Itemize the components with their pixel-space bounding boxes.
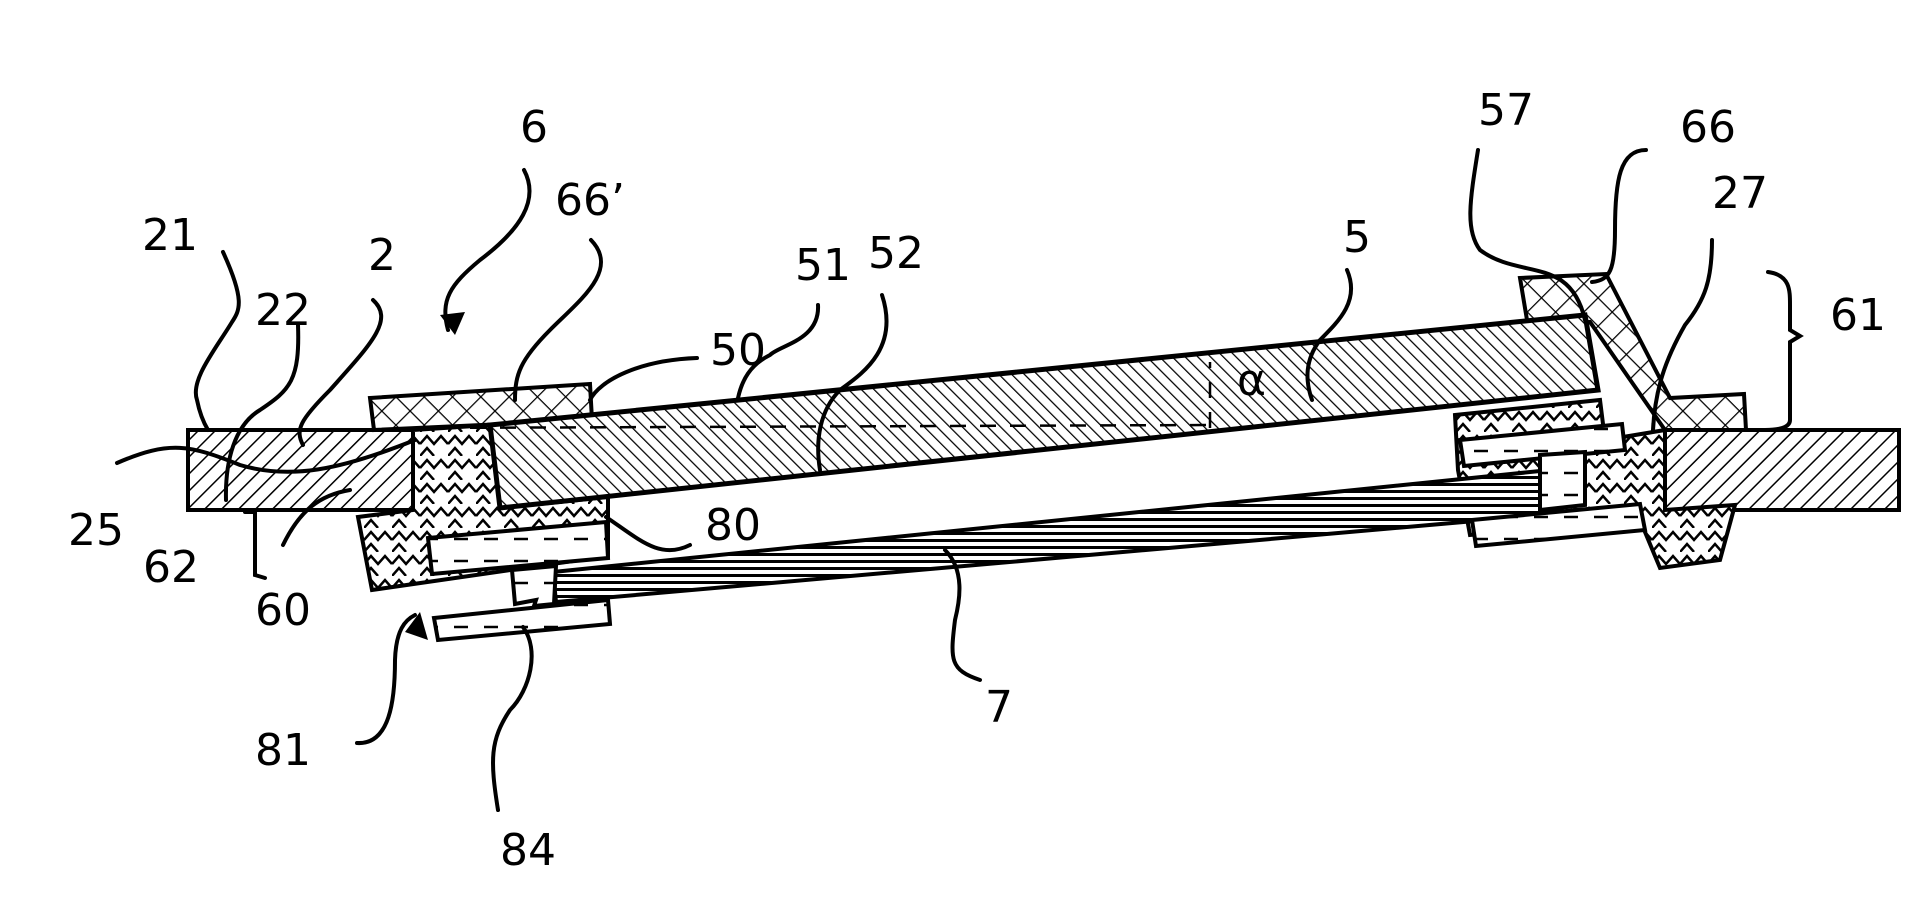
bracket-61 (1763, 270, 1804, 432)
label-5: 5 (1343, 212, 1371, 263)
t-profile-left (425, 519, 613, 643)
label-61: 61 (1830, 290, 1886, 341)
leader-25 (115, 438, 417, 474)
label-27: 27 (1712, 168, 1768, 219)
film-sheet (550, 467, 1557, 605)
leader-66 (1590, 148, 1648, 284)
leader-84 (491, 625, 534, 812)
label-51: 51 (795, 240, 851, 291)
label-52: 52 (868, 228, 924, 279)
leader-lines (115, 148, 1804, 812)
t-profile-right (1457, 421, 1648, 549)
label-62: 62 (143, 542, 199, 593)
reference-line (409, 423, 1211, 430)
label-60: 60 (255, 585, 311, 636)
label-50: 50 (710, 325, 766, 376)
glass-pane (409, 312, 1601, 511)
label-57: 57 (1478, 85, 1534, 136)
arrow-81-icon (405, 612, 428, 640)
label-25: 25 (68, 505, 124, 556)
leader-21 (193, 250, 241, 432)
leader-50 (588, 356, 699, 402)
leader-80 (604, 515, 692, 553)
leader-52 (816, 293, 889, 472)
arrow-6-icon (440, 312, 465, 335)
labels: 21 22 2 25 62 60 6 66’ 50 51 52 80 81 84… (68, 85, 1886, 876)
label-80: 80 (705, 500, 761, 551)
leader-6 (443, 168, 532, 332)
label-6: 6 (520, 102, 548, 153)
leader-27 (1651, 238, 1714, 432)
label-81: 81 (255, 725, 311, 776)
leader-2 (297, 298, 384, 447)
label-alpha: α (1237, 355, 1266, 406)
label-7: 7 (985, 682, 1013, 733)
label-66: 66 (1680, 102, 1736, 153)
label-22: 22 (255, 285, 311, 336)
leader-51 (736, 303, 821, 400)
label-66-prime: 66’ (555, 175, 625, 226)
leader-60 (281, 488, 352, 547)
label-2: 2 (368, 230, 396, 281)
leader-81 (355, 613, 417, 746)
leader-7 (943, 548, 982, 682)
leader-57 (1468, 148, 1587, 322)
label-84: 84 (500, 825, 556, 876)
label-21: 21 (142, 210, 198, 261)
bracket-62 (243, 510, 267, 580)
leader-66p (513, 238, 604, 402)
wall-panel-right (1663, 428, 1901, 512)
leader-5 (1305, 268, 1354, 402)
leader-22 (223, 323, 301, 502)
